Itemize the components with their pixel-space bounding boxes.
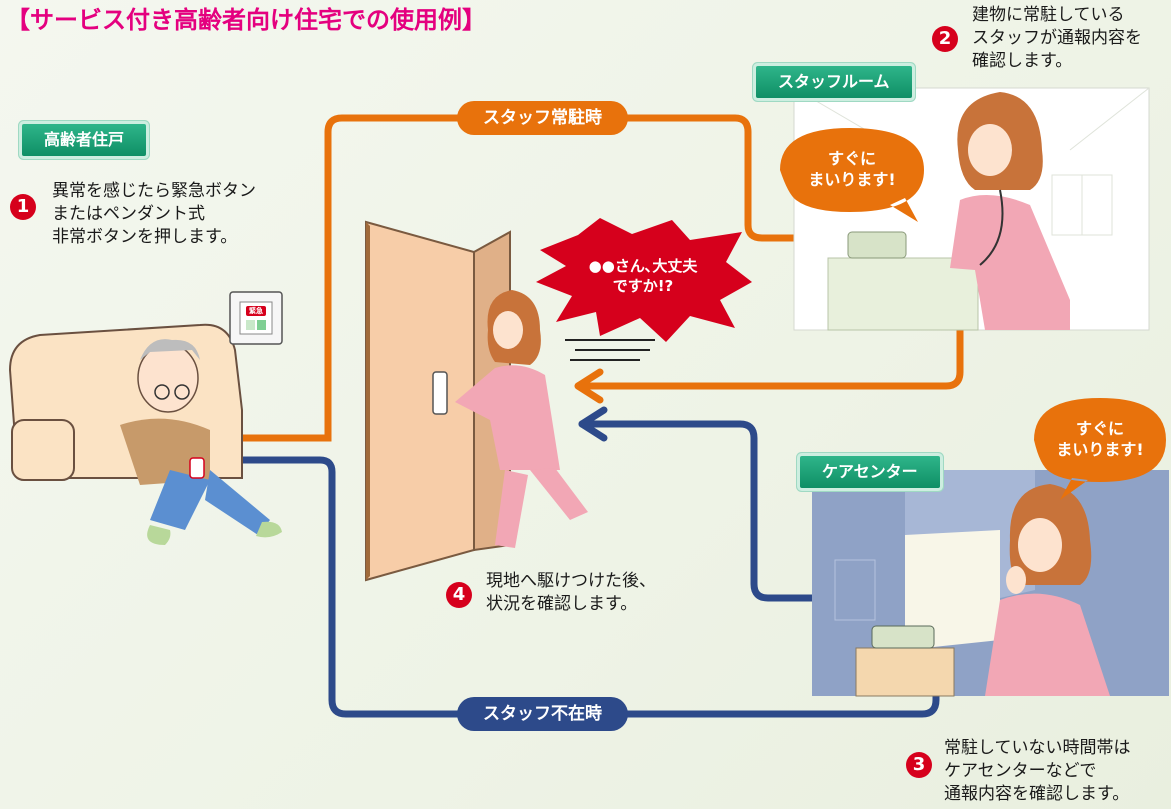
page-title: 【サービス付き高齢者向け住宅での使用例】 — [6, 6, 486, 34]
step-2-text: 建物に常駐している スタッフが通報内容を 確認します。 — [972, 5, 1142, 71]
care-center-location-label: ケアセンター — [800, 456, 940, 488]
door-bubble-text: ●●さん､大丈夫 ですか!? — [588, 257, 698, 295]
step-3-text: 常駐していない時間帯は ケアセンターなどで 通報内容を確認します。 — [944, 738, 1131, 804]
step-2-number: 2 — [932, 26, 958, 52]
staffroom-bubble-shape — [780, 128, 924, 222]
route-orange-line — [206, 114, 819, 442]
resident-location-label: 高齢者住戸 — [22, 124, 147, 156]
carecenter-bubble-text: すぐに まいります! — [1056, 419, 1144, 459]
carecenter-bubble-shape — [1034, 398, 1166, 500]
door-bubble-shape — [536, 218, 752, 342]
running-staff-illustration — [455, 290, 655, 548]
staff-woman-illustration — [950, 92, 1070, 330]
staff-absent-route-label: スタッフ不在時 — [457, 697, 628, 731]
step-4-text: 現地へ駆けつけた後、 状況を確認します。 — [486, 571, 656, 614]
route-orange-arrow-door — [574, 368, 604, 404]
route-blue-line — [206, 456, 940, 718]
step-4-number: 4 — [446, 582, 472, 608]
staff-present-route-label: スタッフ常駐時 — [457, 101, 628, 135]
step-1-number: 1 — [10, 194, 36, 220]
care-center-backdrop — [812, 470, 1169, 697]
step-3-number: 3 — [906, 752, 932, 778]
elderly-resident-illustration — [8, 323, 282, 545]
step-1-text: 異常を感じたら緊急ボタン またはペンダント式 非常ボタンを押します。 — [52, 181, 256, 247]
route-blue-arrow-door — [578, 406, 608, 442]
emergency-device-label: 緊急 — [249, 307, 263, 315]
emergency-button-device — [229, 291, 283, 345]
route-orange-return-line — [576, 276, 964, 390]
care-center-woman-illustration — [985, 484, 1110, 696]
door-illustration — [365, 220, 511, 582]
route-blue-return-line — [578, 420, 854, 602]
staffroom-bubble-text: すぐに まいります! — [808, 149, 896, 189]
staff-room-location-label: スタッフルーム — [756, 66, 912, 98]
